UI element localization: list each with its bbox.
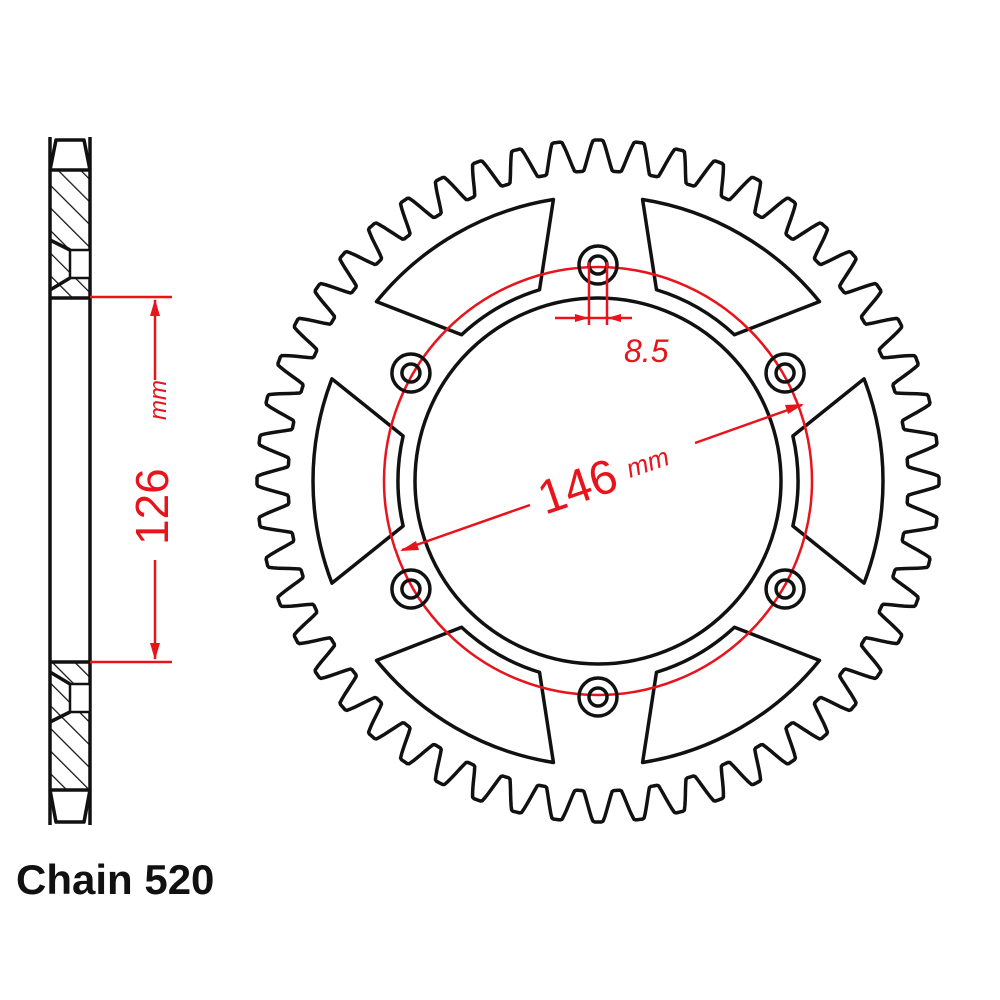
pitch-circle <box>382 265 814 697</box>
lightening-slot <box>791 377 885 585</box>
bolt-hole <box>774 362 796 384</box>
bolt-hole-boss <box>577 676 619 718</box>
chain-size-caption: Chain 520 <box>16 856 215 903</box>
bolt-hole-boss <box>764 568 806 610</box>
bolt-hole-boss <box>390 568 432 610</box>
bolt-hole-boss <box>390 352 432 394</box>
bolt-hole <box>587 254 609 276</box>
lightening-slot <box>311 377 405 585</box>
sprocket-teeth-outline <box>255 138 941 824</box>
bore-dimension: 126 mm <box>90 295 178 664</box>
center-bore-circle <box>413 296 783 666</box>
bolt-hole-dimension: 8.5 <box>555 262 669 369</box>
lightening-slot <box>374 625 556 765</box>
bolt-hole-label: 8.5 <box>624 333 669 369</box>
bore-value-label: 126 <box>126 468 178 545</box>
pcd-unit-label: mm <box>622 441 673 483</box>
bolt-hole <box>400 362 422 384</box>
sprocket-face <box>255 138 941 824</box>
pcd-dimension: 146 mm <box>400 403 804 552</box>
lightening-slot <box>640 625 822 765</box>
bolt-hole <box>774 578 796 600</box>
bolt-hole <box>400 578 422 600</box>
bolt-hole <box>587 686 609 708</box>
bolt-hole-boss <box>764 352 806 394</box>
lightening-slot <box>374 197 556 337</box>
lightening-slot <box>640 197 822 337</box>
bolt-hole-boss <box>577 244 619 286</box>
side-profile <box>48 137 92 825</box>
pcd-value-label: 146 <box>531 449 624 525</box>
hatched-section-bottom <box>50 662 90 790</box>
bore-unit-label: mm <box>145 380 172 420</box>
